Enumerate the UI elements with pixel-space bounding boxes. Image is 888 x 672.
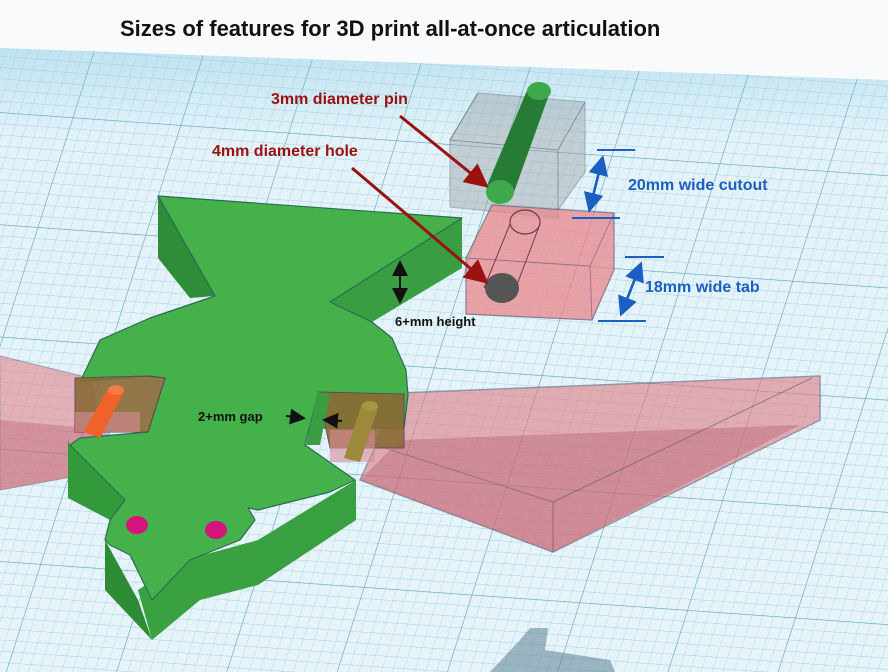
pink-wing-right (358, 375, 821, 553)
cutout-dimension (572, 149, 635, 219)
gap-label: 2+mm gap (198, 409, 263, 424)
right-eye (205, 521, 227, 539)
pink-tab-box (465, 204, 615, 321)
orange-pin (84, 385, 124, 438)
tab-label: 18mm wide tab (645, 279, 760, 296)
green-pin (486, 82, 551, 204)
gap-dimension (285, 408, 343, 429)
tab-dimension (598, 256, 664, 322)
hole-top-outline (509, 209, 541, 235)
hole-label: 4mm diameter hole (212, 143, 358, 160)
left-eye (126, 516, 148, 534)
hole-bottom (485, 273, 519, 303)
height-label: 6+mm height (395, 314, 476, 329)
hole-arrow (351, 166, 489, 284)
olive-pin (344, 401, 378, 462)
pin-arrow (399, 114, 489, 188)
cutout-label: 20mm wide cutout (628, 177, 768, 194)
diagram-title: Sizes of features for 3D print all-at-on… (120, 16, 661, 41)
ground-shadow (490, 628, 615, 672)
pin-label: 3mm diameter pin (271, 91, 408, 108)
